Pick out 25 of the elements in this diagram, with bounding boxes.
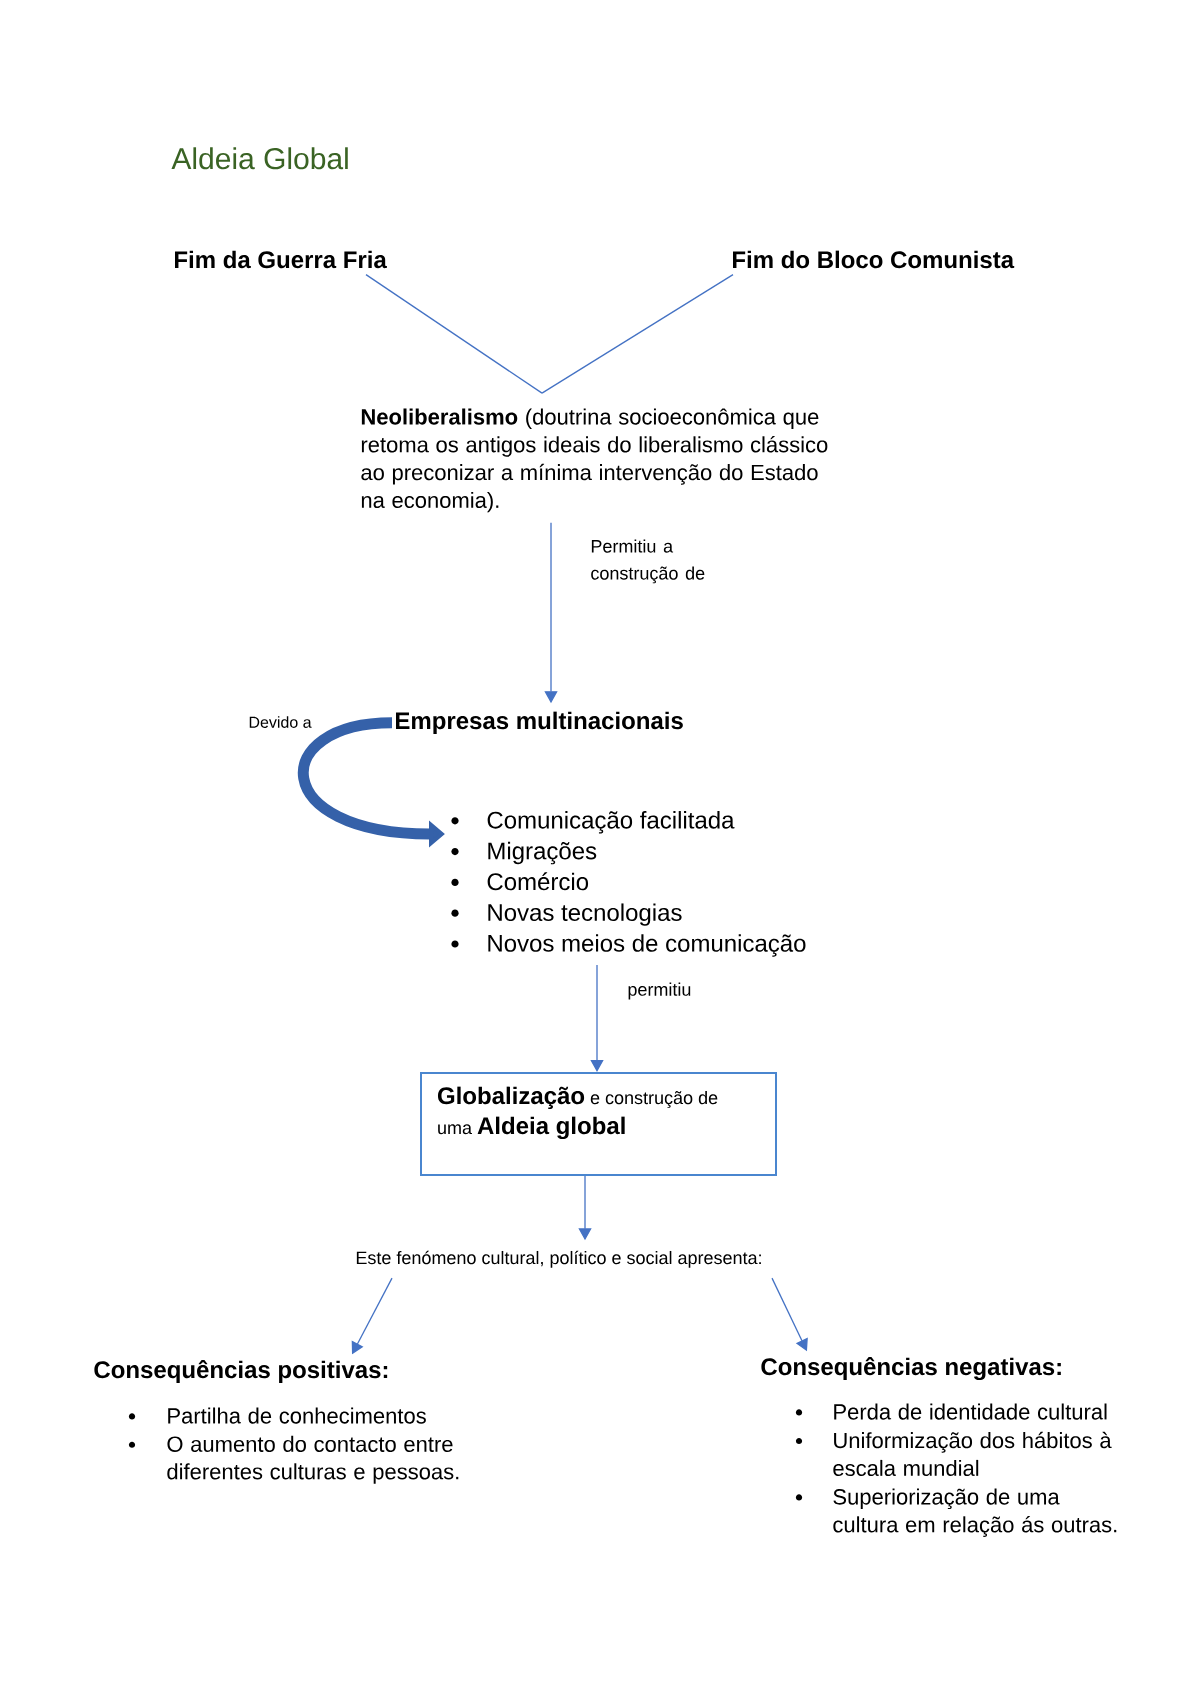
sentence: Este fenómeno cultural, político e social apresenta: [356,1250,761,1268]
heading: Consequências negativas: [761,1357,1061,1381]
list-item: Novas tecnologias [488,903,682,926]
arrow [590,964,604,1072]
edge-label: Permitiu a construção de [591,539,705,584]
list-item: Migrações [488,841,597,865]
heading: Empresas multinacionais [396,711,683,734]
list-item: Novos meios de comunicação [488,934,806,957]
list-item: O aumento do contacto entre diferentes culturas e pessoas. [167,1435,459,1484]
list-item: Perda de identidade cultural [834,1403,1107,1420]
list-item: Uniformização dos hábitos à escala mundial [833,1431,1112,1477]
list-item: Comércio [487,872,589,891]
connector-line [365,274,543,394]
text-box: Globalização e construção de uma Aldeia global [420,1072,777,1176]
edge-label: Devido a [249,716,312,728]
edge-label: permitiu [628,982,691,1000]
heading: Fim do Bloco Comunista [733,250,1015,269]
list-item: Comunicação facilitada [487,811,735,834]
title: Aldeia Global [171,147,348,170]
heading: Fim da Guerra Fria [175,250,387,269]
connector-line [541,274,734,394]
list-item: Partilha de conhecimentos [168,1407,426,1424]
list-item: Superiorização de uma cultura em relação ás outras. [833,1488,1117,1537]
heading: Consequências positivas: [94,1360,388,1383]
paragraph: Neoliberalismo (doutrina socioeconômica que retoma os antigos ideais do liberalismo clássico ao preconizar a mínima intervenção do Estado na economia). [361,408,828,513]
